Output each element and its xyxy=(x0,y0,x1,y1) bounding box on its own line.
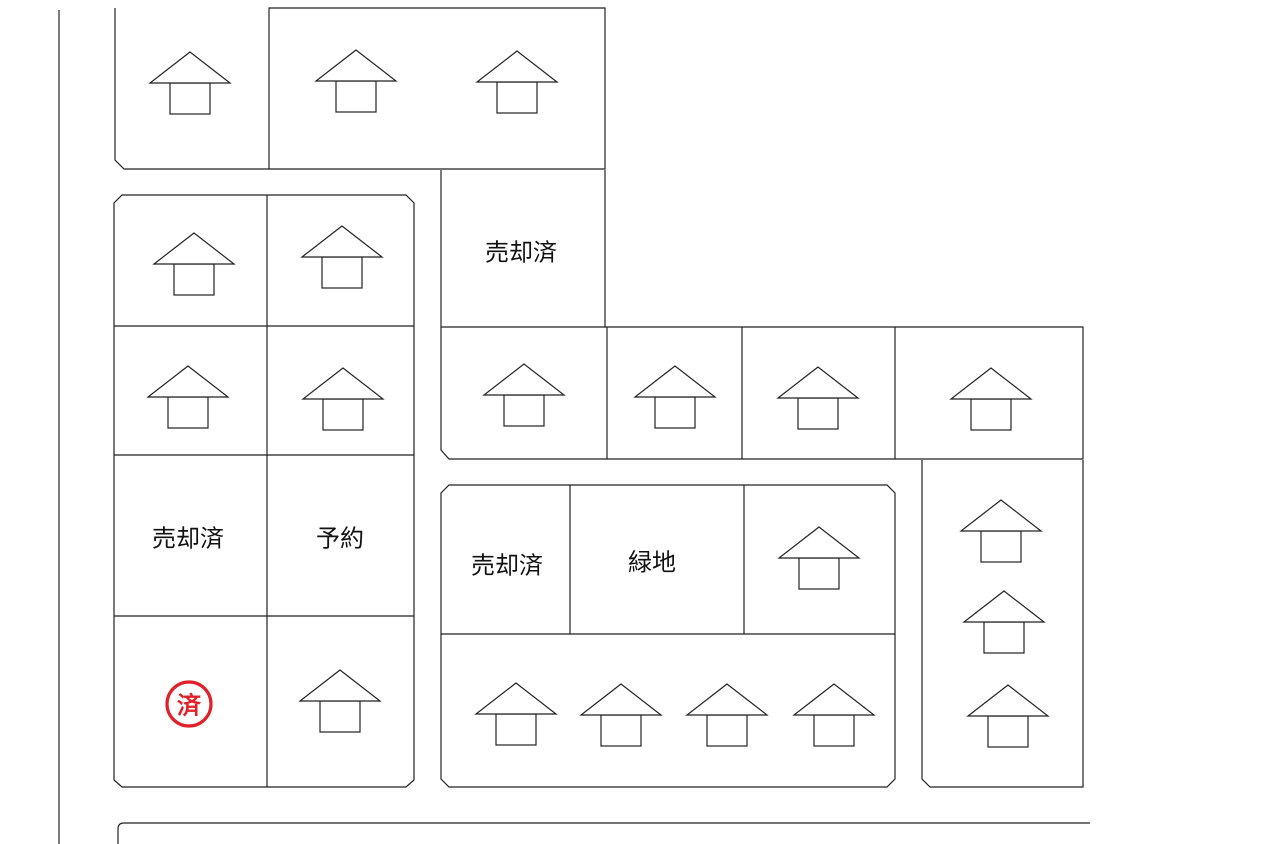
house-icon xyxy=(298,669,382,733)
house-icon xyxy=(966,684,1050,748)
lot-label-green-space: 緑地 xyxy=(628,548,676,577)
house-icon xyxy=(949,367,1033,431)
house-icon xyxy=(792,683,876,747)
block-right xyxy=(921,460,1084,788)
lot-label-sold: 売却済 xyxy=(152,524,224,553)
block-left xyxy=(113,194,415,788)
house-icon xyxy=(962,590,1046,654)
house-icon xyxy=(148,51,232,115)
house-icon xyxy=(959,499,1043,563)
house-icon xyxy=(633,365,717,429)
block-center-lower xyxy=(440,484,896,788)
house-icon xyxy=(474,682,558,746)
block-top xyxy=(114,7,606,170)
house-icon xyxy=(314,49,398,113)
house-icon xyxy=(685,683,769,747)
sold-stamp-icon xyxy=(165,680,213,728)
lot-label-sold: 売却済 xyxy=(471,551,543,580)
house-icon xyxy=(301,367,385,431)
house-icon xyxy=(146,365,230,429)
road-edge-bottom xyxy=(117,822,1090,844)
house-icon xyxy=(475,50,559,114)
house-icons xyxy=(146,49,1050,748)
house-icon xyxy=(776,366,860,430)
house-icon xyxy=(777,526,861,590)
house-icon xyxy=(152,232,236,296)
house-icon xyxy=(300,225,384,289)
lot-label-sold: 売却済 xyxy=(485,238,557,267)
house-icon xyxy=(482,363,566,427)
house-icon xyxy=(579,683,663,747)
lot-label-reserved: 予約 xyxy=(316,524,364,553)
sold-stamp-mark: 済 xyxy=(177,691,201,720)
